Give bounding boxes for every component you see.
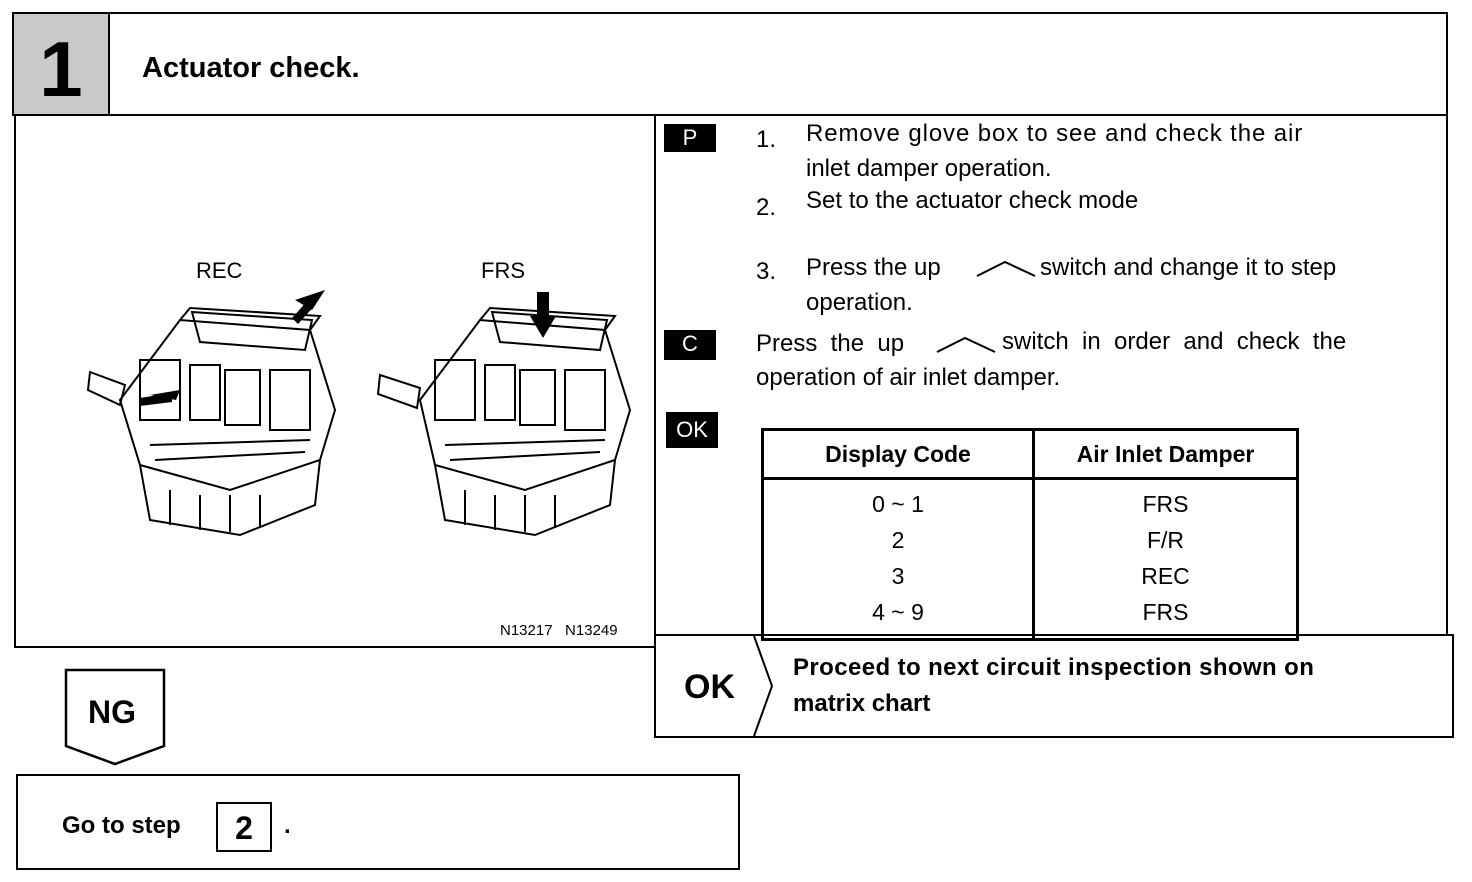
- table-cell: 4 ~ 9: [872, 598, 924, 625]
- step-badge: 1: [14, 14, 110, 114]
- step-3-number: 3.: [756, 258, 777, 285]
- table-cell: FRS: [1032, 594, 1298, 640]
- table-row: 4 ~ 9 FRS: [763, 594, 1298, 640]
- heater-unit-frs-drawing: [376, 292, 632, 537]
- table-row: 0 ~ 1 FRS: [763, 478, 1298, 522]
- step-3-line1b: switch and change it to step: [1040, 254, 1337, 281]
- table-header-row: Display Code Air Inlet Damper: [762, 429, 1298, 480]
- label-frs: FRS: [481, 258, 525, 283]
- ok-criteria-label: OK: [666, 412, 718, 448]
- goto-suffix: .: [284, 812, 291, 839]
- figure-codes: N13217 N13249: [500, 622, 618, 639]
- table-cell: F/R: [1032, 522, 1298, 558]
- check-line1b: switch in order and check the: [1002, 328, 1347, 355]
- ok-arrow-shape: [753, 636, 774, 736]
- ok-result-label: OK: [684, 668, 735, 706]
- goto-text: Go to step: [62, 812, 181, 839]
- step-2-line1: Set to the actuator check mode: [806, 187, 1139, 214]
- table-cell: 3: [891, 562, 905, 589]
- ok-result-box: [654, 634, 1454, 738]
- column-header: Air Inlet Damper: [1032, 429, 1298, 480]
- ng-arrow-shape: [64, 668, 166, 766]
- table-row: 3 REC: [763, 558, 1298, 594]
- up-switch-icon: [976, 260, 1036, 277]
- check-label: C: [664, 330, 716, 360]
- goto-box: [16, 774, 740, 870]
- column-header: Display Code: [762, 429, 1034, 480]
- check-line1a: Press the up: [756, 330, 905, 357]
- heater-unit-rec-drawing: [86, 290, 337, 537]
- table-cell: 0 ~ 1: [872, 490, 924, 517]
- ok-result-line2: matrix chart: [793, 690, 931, 717]
- damper-table: Display Code Air Inlet Damper 0 ~ 1 FRS …: [761, 428, 1299, 641]
- step-1-number: 1.: [756, 126, 777, 153]
- prep-label: P: [664, 124, 716, 152]
- goto-step-box: 2: [216, 802, 272, 852]
- ok-result-line1: Proceed to next circuit inspection shown…: [793, 654, 1315, 681]
- goto-step-number: 2: [235, 810, 253, 846]
- step-3-line2: operation.: [806, 289, 913, 316]
- step-1-line1: Remove glove box to see and check the ai…: [806, 120, 1304, 147]
- label-rec: REC: [196, 258, 243, 283]
- check-line2: operation of air inlet damper.: [756, 364, 1061, 391]
- step-3-line1a: Press the up: [806, 254, 941, 281]
- page-title: Actuator check.: [142, 52, 360, 84]
- table-cell: REC: [1032, 558, 1298, 594]
- table-row: 2 F/R: [763, 522, 1298, 558]
- step-1-line2: inlet damper operation.: [806, 155, 1052, 182]
- step-number: 1: [39, 25, 83, 113]
- table-cell: 2: [891, 526, 905, 553]
- table-cell: FRS: [1032, 478, 1298, 522]
- header-frame: [12, 12, 1448, 116]
- ng-result-label: NG: [88, 694, 136, 730]
- up-switch-icon: [936, 336, 996, 353]
- step-2-number: 2.: [756, 194, 777, 221]
